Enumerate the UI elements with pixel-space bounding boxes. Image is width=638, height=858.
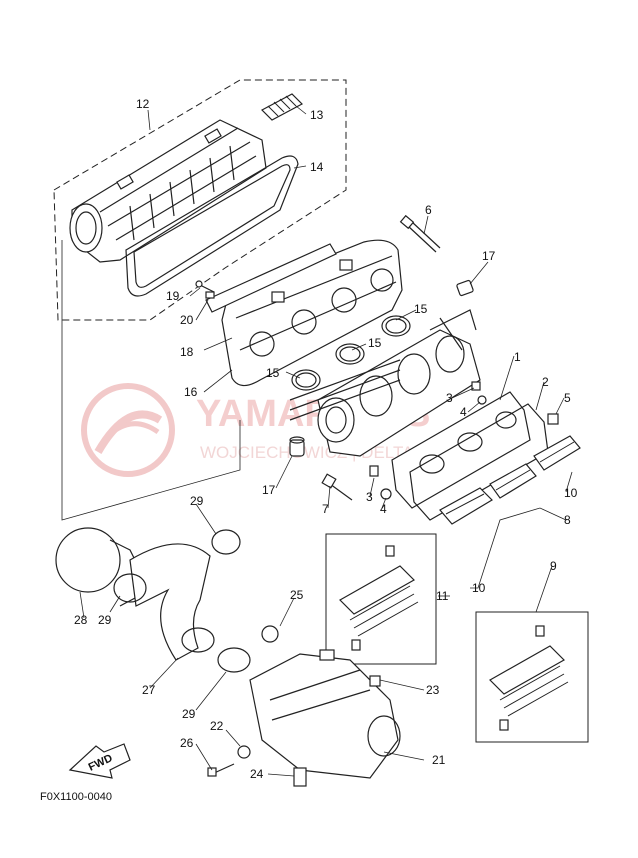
long-bolt-6 — [399, 214, 441, 253]
intake-silencer-body — [221, 239, 403, 387]
callout-8: 8 — [564, 513, 571, 527]
intake-duct-21 — [249, 649, 401, 779]
plug-22 — [237, 745, 251, 759]
reed-valve-inset-11 — [339, 545, 419, 651]
assembly-line-left — [61, 240, 241, 521]
callout-17-upper: 17 — [482, 249, 496, 263]
manifold-plate-1 — [391, 391, 531, 509]
cover-gasket-inner — [133, 164, 291, 288]
callout-29-b: 29 — [98, 613, 112, 627]
clamp-25 — [261, 625, 279, 643]
callout-12: 12 — [136, 97, 150, 111]
inset-box-11 — [325, 533, 437, 665]
grommet-20 — [205, 291, 215, 299]
callout-15-c: 15 — [266, 366, 280, 380]
callout-22: 22 — [210, 719, 224, 733]
callout-3-lower: 3 — [366, 490, 373, 504]
cover-plate — [205, 243, 337, 313]
callout-10-b: 10 — [472, 581, 486, 595]
callout-3-upper: 3 — [446, 391, 453, 405]
callout-9: 9 — [550, 559, 557, 573]
bolt-26-head — [207, 767, 217, 777]
callout-21: 21 — [432, 753, 446, 767]
callout-4-upper: 4 — [460, 405, 467, 419]
bolt-3-lower — [369, 465, 379, 477]
callout-27: 27 — [142, 683, 156, 697]
callout-13: 13 — [310, 108, 324, 122]
callout-24: 24 — [250, 767, 264, 781]
callout-18: 18 — [180, 345, 194, 359]
callout-26: 26 — [180, 736, 194, 750]
leader-lines — [79, 105, 573, 777]
callout-labels: 12 13 14 6 17 19 20 15 18 15 1 15 2 16 5… — [74, 97, 578, 781]
callout-6: 6 — [425, 203, 432, 217]
callout-5: 5 — [564, 391, 571, 405]
callout-25: 25 — [290, 588, 304, 602]
bolt-3-upper — [471, 381, 481, 391]
washer-4-lower — [380, 488, 392, 500]
callout-17-lower: 17 — [262, 483, 276, 497]
callout-2: 2 — [542, 375, 549, 389]
callout-28: 28 — [74, 613, 88, 627]
callout-29-c: 29 — [182, 707, 196, 721]
callout-19: 19 — [166, 289, 180, 303]
reed-valve-set — [439, 435, 581, 525]
throttle-body-assembly — [289, 309, 481, 457]
airbox-group-outline — [53, 79, 347, 321]
callout-20: 20 — [180, 313, 194, 327]
callout-15-b: 15 — [368, 336, 382, 350]
drain-24 — [293, 767, 307, 787]
bolt-23 — [369, 675, 381, 687]
bolt-7 — [321, 473, 353, 501]
cap-17-upper — [456, 279, 474, 297]
callout-15-a: 15 — [414, 302, 428, 316]
flame-arrestor-28 — [55, 527, 151, 607]
hose-clamps-29 — [113, 529, 251, 673]
callout-1: 1 — [514, 350, 521, 364]
diagram-code: F0X1100-0040 — [40, 791, 112, 803]
callout-16: 16 — [184, 385, 198, 399]
callout-4-lower: 4 — [380, 502, 387, 516]
bolt-19 — [195, 280, 215, 293]
callout-29-a: 29 — [190, 494, 204, 508]
callout-23: 23 — [426, 683, 440, 697]
o-rings — [291, 315, 411, 391]
breather-element — [261, 93, 303, 121]
cap-17-lower — [289, 436, 305, 457]
callout-14: 14 — [310, 160, 324, 174]
reed-valve-inset-9 — [489, 625, 569, 731]
fwd-arrow-icon: FWD — [68, 743, 131, 779]
callout-10-a: 10 — [564, 486, 578, 500]
callout-7: 7 — [322, 502, 329, 516]
nut-5 — [547, 413, 559, 425]
callout-11: 11 — [436, 589, 449, 603]
cover-gasket — [125, 155, 299, 297]
intake-hose-27 — [129, 543, 215, 661]
air-box-cover — [69, 119, 267, 263]
